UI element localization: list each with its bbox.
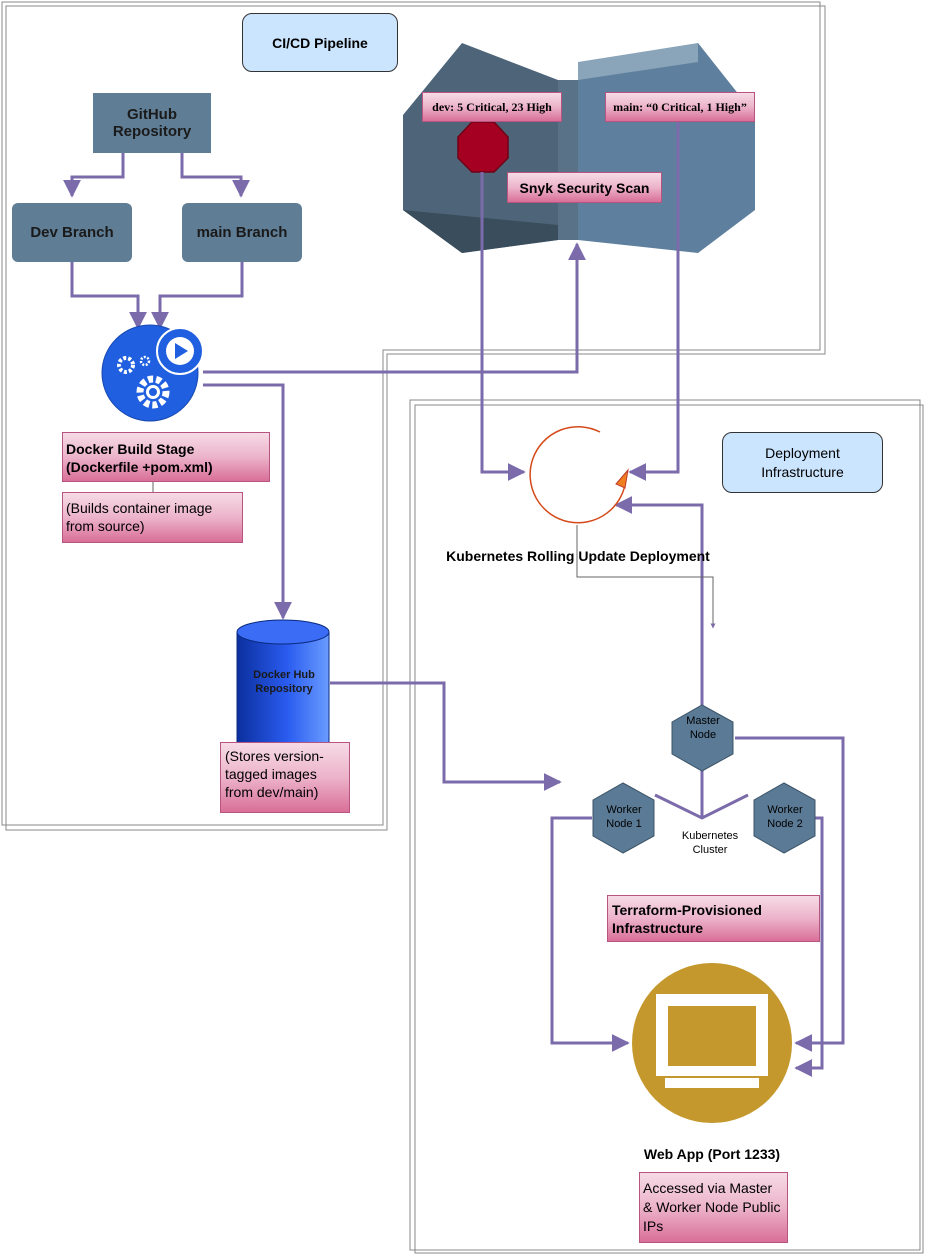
- worker2-cube: [753, 782, 816, 854]
- dockerhub-desc-label: (Stores version-tagged images from dev/m…: [225, 748, 324, 800]
- deployment-frame: [409, 399, 924, 1254]
- github-to-dev-arrow: [63, 153, 125, 198]
- cicd-pipeline-title: CI/CD Pipeline: [242, 13, 398, 72]
- gear-play-icon: [101, 324, 204, 422]
- dockerhub-label: Docker Hub Repository: [253, 669, 315, 695]
- database-icon: [236, 619, 330, 767]
- master-to-deploy-arrow: [614, 496, 704, 705]
- docker-build-desc-box: (Builds container image from source): [62, 492, 243, 543]
- worker-node-1-label: Worker Node 1: [606, 804, 642, 830]
- github-repository-label: GitHub Repository: [112, 106, 192, 140]
- deployment-infrastructure-title: Deployment Infrastructure: [722, 432, 883, 493]
- dev-scan-result: dev: 5 Critical, 23 High: [422, 92, 562, 122]
- kubernetes-cluster-label: Kubernetes Cluster: [681, 830, 739, 856]
- main-branch-box: main Branch: [182, 203, 302, 262]
- terraform-label: Terraform-Provisioned Infrastructure: [612, 902, 762, 936]
- dockerhub-desc-box: (Stores version-tagged images from dev/m…: [220, 742, 350, 813]
- docker-build-stage-box: Docker Build Stage (Dockerfile +pom.xml): [62, 432, 270, 482]
- github-repository-box: GitHub Repository: [93, 93, 211, 153]
- dev-scan-to-deploy-arrow: [480, 172, 526, 481]
- deployment-infrastructure-title-text: Deployment Infrastructure: [761, 444, 844, 480]
- cicd-pipeline-title-text: CI/CD Pipeline: [272, 34, 368, 51]
- worker2-to-webapp-arrow: [794, 816, 824, 1077]
- scanner-block: [403, 43, 755, 253]
- deploy-to-cluster-connector: [576, 525, 716, 629]
- dev-branch-box: Dev Branch: [12, 203, 132, 262]
- web-app-label: Web App (Port 1233): [643, 1146, 781, 1162]
- access-info-label: Accessed via Master & Worker Node Public…: [643, 1180, 781, 1234]
- main-scan-result-text: main: “0 Critical, 1 High”: [613, 99, 747, 114]
- dev-to-build-arrow: [70, 262, 147, 330]
- build-to-snyk-arrow: [203, 242, 586, 374]
- worker1-to-webapp-arrow: [550, 816, 630, 1052]
- stop-sign-icon: [457, 121, 509, 173]
- refresh-cycle-icon: [529, 425, 629, 524]
- dockerhub-to-cluster-arrow: [330, 681, 562, 791]
- docker-build-desc-label: (Builds container image from source): [66, 500, 213, 534]
- terraform-box: Terraform-Provisioned Infrastructure: [607, 895, 820, 942]
- snyk-scan-box: Snyk Security Scan: [507, 172, 662, 203]
- dev-branch-label: Dev Branch: [30, 224, 114, 241]
- master-node-cube: [671, 704, 734, 772]
- main-scan-to-deploy-arrow: [628, 122, 680, 481]
- master-node-label: Master Node: [686, 715, 720, 741]
- cicd-frame: [1, 1, 826, 831]
- rolling-update-label: Kubernetes Rolling Update Deployment: [446, 548, 710, 564]
- github-to-main-arrow: [180, 153, 250, 198]
- access-info-box: Accessed via Master & Worker Node Public…: [639, 1172, 788, 1243]
- main-scan-result: main: “0 Critical, 1 High”: [605, 92, 755, 122]
- build-to-dockerhub-arrow: [203, 383, 292, 620]
- master-to-webapp-arrow: [735, 736, 845, 1052]
- worker-node-2-label: Worker Node 2: [767, 804, 803, 830]
- dev-scan-result-text: dev: 5 Critical, 23 High: [432, 99, 552, 114]
- snyk-scan-label: Snyk Security Scan: [519, 179, 650, 196]
- monitor-icon: [632, 963, 792, 1123]
- main-to-build-arrow: [151, 262, 244, 330]
- docker-build-stage-label: Docker Build Stage (Dockerfile +pom.xml): [66, 441, 213, 475]
- main-branch-label: main Branch: [196, 224, 288, 241]
- worker1-cube: [592, 782, 655, 854]
